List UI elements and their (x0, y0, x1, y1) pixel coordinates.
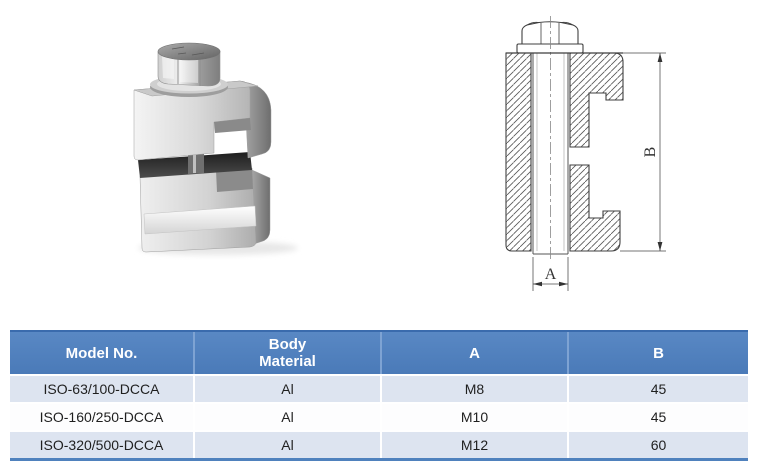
table-row: ISO-320/500-DCCA Al M12 60 (10, 430, 748, 458)
drawn-lower-claw-section (569, 164, 621, 252)
header-dim-a: A (380, 332, 567, 374)
header-model-no: Model No. (65, 344, 138, 362)
model-no-cell: ISO-63/100-DCCA (43, 381, 160, 397)
dimension-b: B (642, 53, 663, 251)
drawn-upper-claw-section (569, 52, 624, 148)
model-no-cell: ISO-320/500-DCCA (39, 437, 164, 453)
dim-b-cell: 60 (567, 432, 748, 458)
gap-bolt-shaft (188, 152, 204, 174)
dim-a-cell: M8 (380, 376, 567, 402)
lower-claw-block (139, 167, 271, 253)
header-body-material: Body Material (193, 332, 380, 374)
body-material-cell: Al (193, 376, 380, 402)
clamp-technical-drawing: B A (505, 16, 666, 291)
dimension-a-label: A (545, 266, 557, 283)
drawn-hex-bolt-head (516, 21, 584, 54)
drawn-left-column-section (505, 52, 532, 252)
dim-b-cell: 45 (567, 404, 748, 430)
header-dim-b: B (567, 332, 748, 374)
dimension-b-label: B (642, 147, 659, 158)
spec-table: Model No. Body Material A B ISO-63/100-D… (10, 330, 748, 461)
dim-a-cell: M10 (380, 404, 567, 430)
dim-a-cell: M12 (380, 432, 567, 458)
dimension-a: A (532, 257, 569, 291)
body-material-cell: Al (193, 432, 380, 458)
table-row: ISO-63/100-DCCA Al M8 45 (10, 374, 748, 402)
spec-table-header-row: Model No. Body Material A B (10, 330, 748, 374)
table-row: ISO-160/250-DCCA Al M10 45 (10, 402, 748, 430)
hex-bolt-head (157, 42, 221, 87)
dim-b-cell: 45 (567, 376, 748, 402)
clamp-product-photo (133, 42, 298, 255)
body-material-cell: Al (193, 404, 380, 430)
drawn-bolt-shaft (532, 16, 569, 262)
b-extension-lines (620, 52, 666, 252)
model-no-cell: ISO-160/250-DCCA (39, 409, 164, 425)
